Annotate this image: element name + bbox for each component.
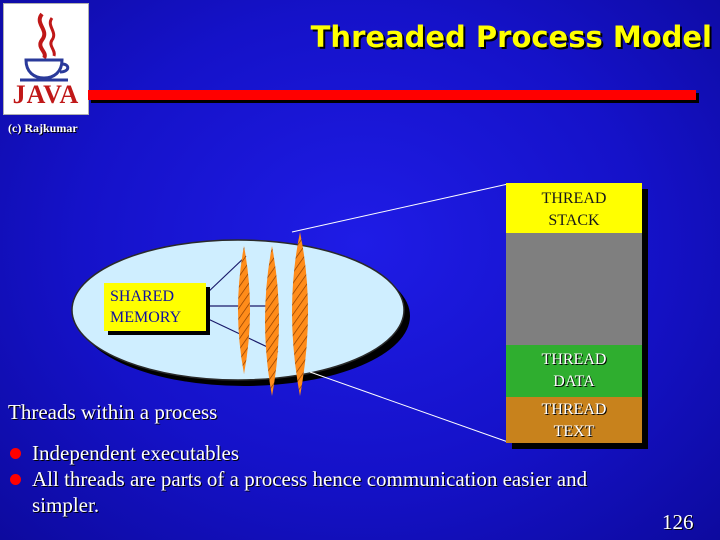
thread-data-segment: THREAD DATA	[506, 345, 642, 397]
diagram-caption: Threads within a process	[8, 400, 218, 424]
free-memory-segment	[506, 233, 642, 345]
thread-stack-label: THREAD STACK	[541, 190, 607, 229]
thread-data-label: THREAD DATA	[541, 351, 607, 390]
thread-text-label: THREAD TEXT	[541, 401, 607, 440]
bullet-item: Independent executables	[8, 440, 628, 466]
page-number: 126	[662, 510, 694, 534]
java-logo: JAVA	[3, 3, 89, 115]
logo-text: JAVA	[12, 80, 80, 109]
bullet-dot-icon	[10, 448, 21, 459]
bullet-text: All threads are parts of a process hence…	[32, 467, 588, 517]
title-underline-bar	[88, 90, 696, 100]
zoom-line-top	[291, 183, 509, 233]
bullet-dot-icon	[10, 474, 21, 485]
thread-1	[238, 246, 250, 374]
shared-memory-box: SHARED MEMORY	[104, 283, 206, 331]
thread-2	[265, 246, 279, 396]
zoom-line-bottom	[309, 371, 509, 443]
bullet-item: All threads are parts of a process hence…	[8, 466, 628, 518]
slide-title: Threaded Process Model	[310, 20, 712, 54]
thread-3	[292, 232, 308, 396]
bullet-text: Independent executables	[32, 441, 239, 465]
thread-stack-segment: THREAD STACK	[506, 183, 642, 233]
coffee-cup-icon	[20, 12, 70, 82]
bullet-list: Independent executables All threads are …	[8, 440, 628, 518]
copyright-text: (c) Rajkumar	[8, 121, 78, 135]
thread-text-segment: THREAD TEXT	[506, 397, 642, 443]
connector-line	[205, 255, 247, 295]
